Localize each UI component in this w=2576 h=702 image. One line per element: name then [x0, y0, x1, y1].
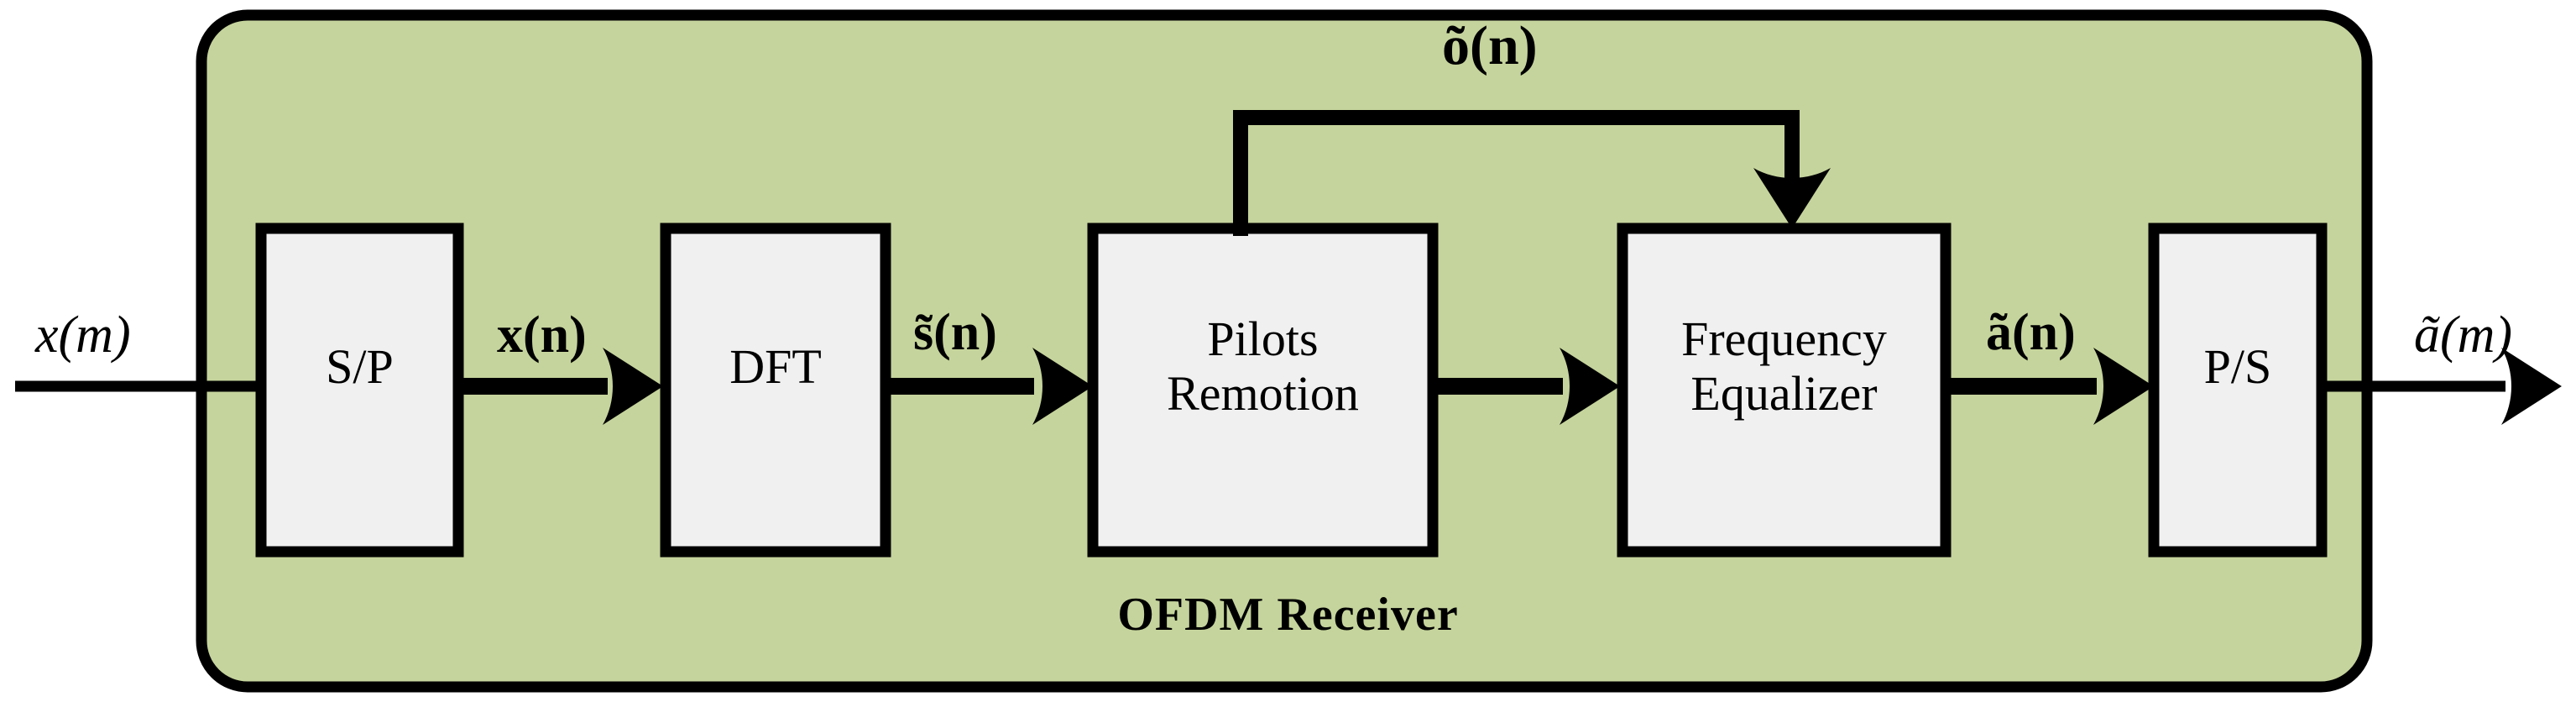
signal-on-text: õ(n) [1442, 15, 1538, 76]
arrow-sp-to-dft [458, 348, 663, 425]
signal-label-on: õ(n) [1442, 18, 1538, 74]
block-label-pilots-remotion: Pilots Remotion [1093, 312, 1433, 422]
block-pilots-remotion[interactable] [1087, 223, 1439, 558]
output-signal-arrow [2322, 348, 2562, 425]
signal-label-xn: x(n) [497, 309, 587, 361]
signal-output-text: ã(m) [2414, 306, 2513, 364]
signal-label-sn: s̃(n) [913, 306, 997, 359]
signal-label-output: ã(m) [2414, 309, 2512, 361]
pilots-line-2: Remotion [1167, 365, 1359, 421]
block-label-frequency-equalizer: Frequency Equalizer [1622, 312, 1946, 422]
block-sp[interactable] [255, 223, 464, 558]
block-label-dft: DFT [729, 339, 822, 394]
pilots-line-1: Pilots [1207, 312, 1319, 366]
signal-label-an: ã(n) [1986, 306, 2076, 359]
arrow-dft-to-pilots [886, 348, 1093, 425]
signal-sn-text: s̃(n) [913, 304, 997, 361]
block-label-sp: S/P [326, 339, 394, 394]
feedback-path-on [1233, 110, 1831, 236]
signal-an-text: ã(n) [1986, 304, 2076, 361]
signal-xn-text: x(n) [497, 306, 587, 364]
signal-input-text: x(m) [35, 306, 131, 364]
arrow-equalizer-to-ps [1946, 348, 2154, 425]
receiver-caption: OFDM Receiver [0, 588, 2576, 642]
block-frequency-equalizer[interactable] [1617, 223, 1952, 558]
receiver-caption-text: OFDM Receiver [1117, 589, 1459, 641]
equalizer-line-2: Equalizer [1690, 365, 1878, 421]
block-label-ps: P/S [2203, 339, 2272, 394]
arrow-pilots-to-equalizer [1433, 348, 1620, 425]
equalizer-line-1: Frequency [1681, 312, 1887, 366]
block-ps[interactable] [2148, 223, 2328, 558]
signal-label-input: x(m) [35, 309, 131, 361]
